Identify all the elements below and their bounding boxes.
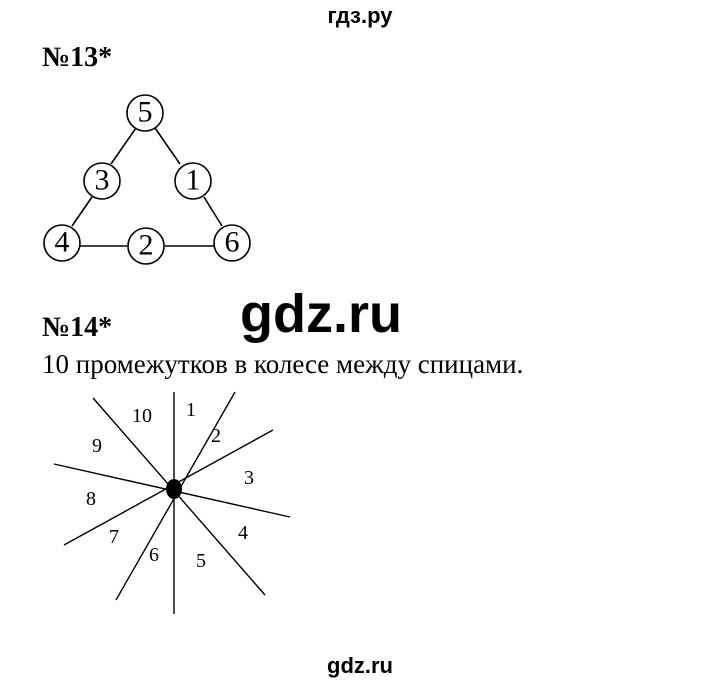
triangle-node-bottom-right (213, 224, 251, 262)
triangle-node-bottom-left (43, 224, 81, 262)
sector-label-1: 1 (186, 399, 196, 421)
triangle-edge-left-lower (71, 196, 93, 227)
triangle-node-top (126, 94, 164, 132)
triangle-label-bottom-left: 4 (55, 226, 70, 259)
sector-label-10: 10 (132, 405, 152, 427)
triangle-label-left-middle: 3 (95, 164, 110, 197)
triangle-label-bottom-middle: 2 (139, 229, 154, 262)
watermark-top: гдз.ру (327, 3, 393, 28)
sector-label-9: 9 (92, 435, 102, 457)
triangle-edge-right (154, 127, 181, 165)
triangle-label-top: 5 (138, 96, 153, 129)
task-14-statement: 10 промежутков в колесе между спицами. (42, 349, 524, 379)
triangle-node-bottom-middle (127, 227, 165, 265)
sector-label-4: 4 (238, 522, 248, 544)
triangle-edge-left (110, 127, 137, 165)
wheel-hub (166, 479, 182, 499)
triangle-node-right-middle (174, 162, 212, 200)
triangle-label-bottom-right: 6 (225, 226, 240, 259)
task-13-title: №13* (42, 42, 113, 73)
watermark-bottom: gdz.ru (327, 653, 393, 678)
triangle-label-right-middle: 1 (186, 164, 201, 197)
watermark-middle: gdz.ru (240, 284, 402, 344)
sector-label-8: 8 (86, 488, 96, 510)
sector-label-5: 5 (196, 550, 206, 572)
sector-label-2: 2 (211, 425, 221, 447)
sector-label-3: 3 (244, 467, 254, 489)
triangle-node-left-middle (83, 162, 121, 200)
sector-label-6: 6 (149, 544, 159, 566)
sector-label-7: 7 (109, 526, 119, 548)
triangle-edge-right-lower (203, 196, 223, 227)
task-14-title: №14* (42, 312, 113, 343)
